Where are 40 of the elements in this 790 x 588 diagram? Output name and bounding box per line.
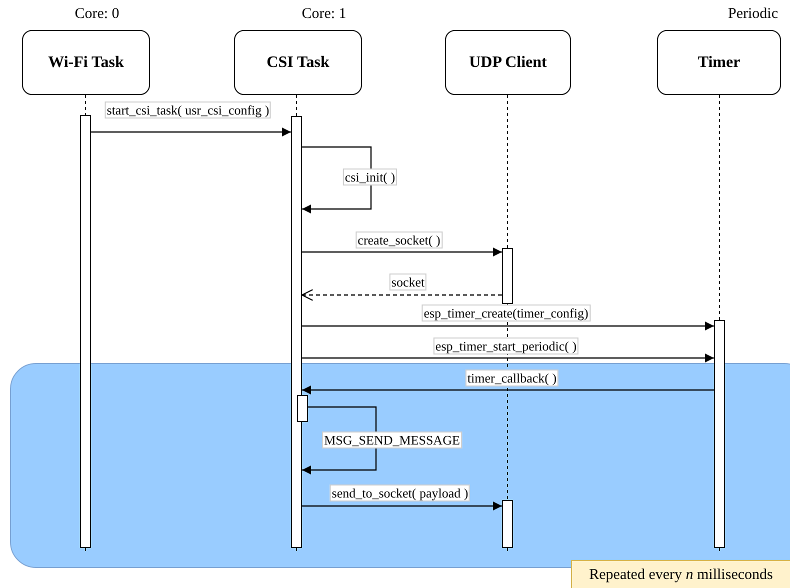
message-arrow [302, 386, 714, 394]
edge-label: socket [389, 274, 427, 290]
note-box: Repeated every n milliseconds [571, 560, 790, 588]
lifeline [296, 94, 297, 116]
edge-label: timer_callback( ) [465, 370, 559, 386]
message-arrow [302, 354, 714, 362]
message-arrow [302, 406, 377, 474]
activation-bar [80, 115, 91, 548]
participant-box: Timer [657, 30, 781, 95]
message-arrow [302, 322, 714, 330]
activation-bar [291, 116, 302, 548]
edge-label: start_csi_task( usr_csi_config ) [104, 102, 272, 118]
lifeline [507, 94, 508, 248]
message-arrow [302, 502, 502, 510]
edge-label: esp_timer_start_periodic( ) [433, 338, 579, 354]
activation-bar [502, 500, 513, 548]
participant-box: Wi-Fi Task [22, 30, 150, 95]
core-label: Core: 0 [74, 6, 120, 23]
participant-box: UDP Client [445, 30, 571, 95]
core-label: Core: 1 [302, 6, 346, 23]
edge-label: MSG_SEND_MESSAGE [322, 432, 462, 448]
edge-label: esp_timer_create(timer_config) [422, 304, 590, 322]
activation-bar [502, 248, 513, 304]
message-arrow [302, 146, 372, 214]
participant-box: CSI Task [234, 30, 362, 95]
message-arrow [302, 248, 502, 256]
message-arrow [301, 288, 502, 302]
lifeline [719, 548, 720, 554]
edge-label: send_to_socket( payload ) [330, 484, 470, 502]
edge-label: create_socket( ) [356, 232, 442, 248]
activation-bar [297, 395, 308, 422]
lifeline [507, 548, 508, 554]
lifeline [85, 548, 86, 554]
edge-label: csi_init( ) [342, 168, 398, 186]
core-label: Periodic [728, 6, 778, 23]
lifeline [85, 94, 86, 116]
lifeline [296, 548, 297, 554]
lifeline [719, 94, 720, 320]
activation-bar [714, 320, 725, 548]
message-arrow [91, 128, 291, 136]
